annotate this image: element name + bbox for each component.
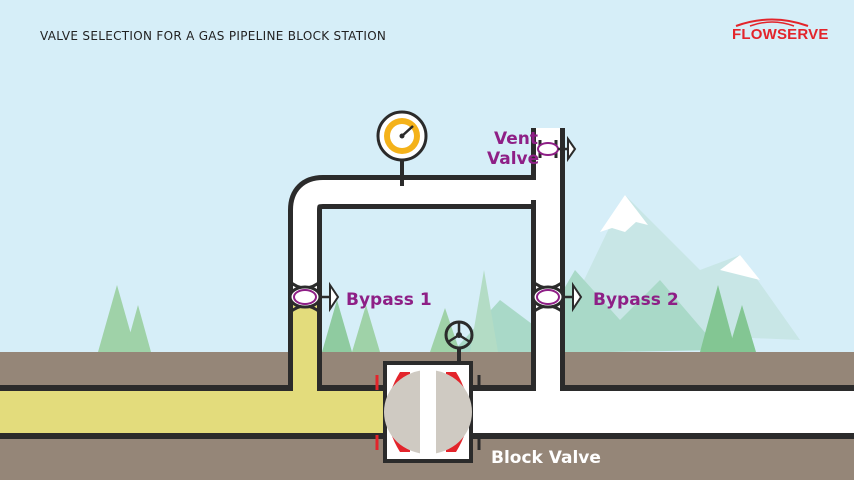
page-title: VALVE SELECTION FOR A GAS PIPELINE BLOCK… <box>40 29 387 43</box>
trees <box>98 270 756 352</box>
block-valve-label: Block Valve <box>491 448 601 468</box>
brand-logo: FLOWSERVE <box>732 18 829 43</box>
vent-valve <box>537 135 577 163</box>
mountains <box>450 195 800 355</box>
vent-valve-label-line2: Valve <box>487 149 540 169</box>
bypass-2-label: Bypass 2 <box>593 290 679 310</box>
bypass-1-label: Bypass 1 <box>346 290 432 310</box>
pressure-gauge-icon <box>376 110 428 186</box>
handwheel-icon <box>444 320 474 350</box>
vent-valve-label-line1: Vent <box>494 129 538 149</box>
logo-flame-icon <box>735 18 809 27</box>
bypass-2-valve <box>531 279 583 315</box>
block-valve <box>375 320 481 463</box>
bypass-1-valve <box>288 279 340 315</box>
logo-text: FLOWSERVE <box>732 26 829 43</box>
